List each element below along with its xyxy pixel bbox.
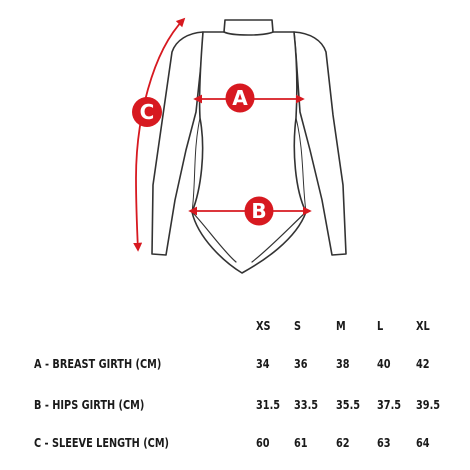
torso (191, 19, 307, 274)
marker-b-badge: B (244, 196, 274, 226)
table-cell: 34 (256, 356, 270, 371)
row-label-breast-girth: A - BREAST GIRTH (CM) (34, 356, 162, 371)
marker-b-label: B (251, 199, 266, 223)
row-label-sleeve-length: C - SLEEVE LENGTH (CM) (34, 435, 169, 450)
marker-c-label: C (140, 100, 155, 124)
table-cell: 38 (336, 356, 350, 371)
table-cell: 39.5 (416, 397, 441, 412)
side-seam-left (191, 117, 201, 213)
collar-line (223, 31, 274, 36)
table-cell: 31.5 (256, 397, 281, 412)
size-header-xs: XS (256, 318, 271, 333)
right-sleeve (293, 31, 347, 256)
table-cell: 62 (336, 435, 350, 450)
side-seam-right (295, 117, 307, 213)
measure-c-arc (133, 17, 186, 252)
bodysuit-diagram: A B C (132, 17, 347, 274)
size-header-s: S (294, 318, 302, 333)
sleeve-length-arrow (133, 17, 186, 252)
table-cell: 63 (377, 435, 391, 450)
table-cell: 36 (294, 356, 308, 371)
marker-c-badge: C (132, 97, 162, 127)
table-cell: 64 (416, 435, 430, 450)
table-cell: 40 (377, 356, 391, 371)
table-cell: 61 (294, 435, 308, 450)
table-cell: 42 (416, 356, 430, 371)
marker-a-label: A (232, 86, 248, 110)
leg-opening-left (191, 211, 237, 263)
table-cell: 35.5 (336, 397, 361, 412)
size-header-m: M (336, 318, 346, 333)
marker-a-badge: A (225, 83, 255, 113)
leg-opening-right (251, 211, 307, 263)
table-cell: 33.5 (294, 397, 319, 412)
row-label-hips-girth: B - HIPS GIRTH (CM) (34, 397, 145, 412)
table-cell: 60 (256, 435, 270, 450)
size-header-l: L (377, 318, 384, 333)
table-cell: 37.5 (377, 397, 402, 412)
size-header-xl: XL (416, 318, 430, 333)
bodysuit-outline (151, 19, 347, 274)
